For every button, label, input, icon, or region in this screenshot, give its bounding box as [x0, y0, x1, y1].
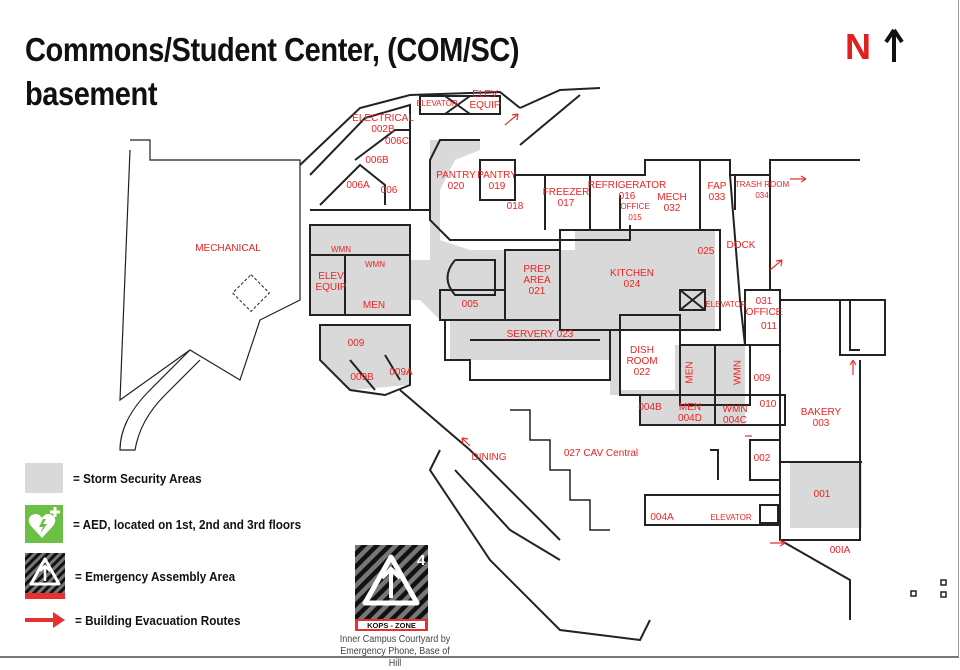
room-label: 004A [650, 512, 674, 523]
room-label: 009B [350, 372, 374, 383]
kops-badge-text: KOPS - ZONE [367, 621, 416, 630]
legend-label: = Emergency Assembly Area [75, 568, 236, 584]
room-label: 001 [813, 489, 831, 500]
room-label: ELEVATOR [710, 513, 752, 522]
caption-line-2: Emergency Phone, Base of Hill [340, 646, 450, 669]
room-label: DINING [471, 452, 507, 463]
room-label: 002 [753, 453, 771, 464]
room-label: MEN [684, 361, 696, 384]
caption-line-1: Inner Campus Courtyard by [339, 634, 451, 645]
kops-zone-assembly-sign: 4 KOPS - ZONE [355, 545, 428, 631]
room-label: DOCK [726, 240, 756, 251]
legend-label: = AED, located on 1st, 2nd and 3rd floor… [73, 516, 302, 532]
room-label: MECHANICAL [195, 243, 261, 254]
legend-evacuation: = Building Evacuation Routes [25, 610, 259, 630]
assembly-caption: Inner Campus Courtyard by Emergency Phon… [337, 634, 454, 670]
room-label: WMN [732, 360, 744, 385]
north-label: N [845, 26, 871, 67]
assembly-area-icon [25, 553, 65, 599]
room-label: 005 [461, 299, 479, 310]
room-label: 009 [753, 373, 771, 384]
evacuation-route-arrows [461, 113, 857, 547]
room-label: 006 [380, 185, 398, 196]
room-label: MEN [362, 300, 386, 311]
legend-label: = Building Evacuation Routes [75, 612, 241, 628]
room-label: WMN [365, 260, 385, 269]
page-title: Commons/Student Center, (COM/SC) basemen… [25, 28, 520, 116]
room-label: 009A [389, 367, 413, 378]
room-label: 011 [761, 321, 777, 332]
room-label: SERVERY 023 [506, 329, 574, 340]
zone-number: 4 [417, 552, 426, 569]
storm-security-areas [310, 140, 862, 528]
legend-label: = Storm Security Areas [73, 470, 202, 486]
legend-storm: = Storm Security Areas [25, 463, 216, 493]
title-line-2: basement [25, 75, 158, 112]
room-label: 010 [759, 399, 777, 410]
room-label: 004B [638, 402, 662, 413]
north-arrow-icon [884, 28, 904, 62]
room-label: 025 [697, 246, 715, 257]
room-label: 027 CAV Central [563, 448, 639, 459]
room-label: 018 [506, 201, 524, 212]
room-label: ELEVATOR [705, 300, 747, 309]
room-label: 006B [365, 155, 389, 166]
storm-area-swatch [25, 463, 63, 493]
evacuation-arrow-icon [25, 612, 65, 628]
room-label: 006C [385, 136, 409, 147]
room-label: 006A [346, 180, 370, 191]
room-label: ELEVATOR [416, 99, 458, 108]
title-line-1: Commons/Student Center, (COM/SC) [25, 31, 520, 68]
room-label: WMN [331, 245, 351, 254]
aed-heart-icon [25, 505, 63, 543]
legend-assembly: = Emergency Assembly Area [25, 553, 253, 599]
room-label: 00IA [829, 545, 851, 556]
legend-aed: = AED, located on 1st, 2nd and 3rd floor… [25, 505, 326, 543]
room-label: 009 [347, 338, 365, 349]
